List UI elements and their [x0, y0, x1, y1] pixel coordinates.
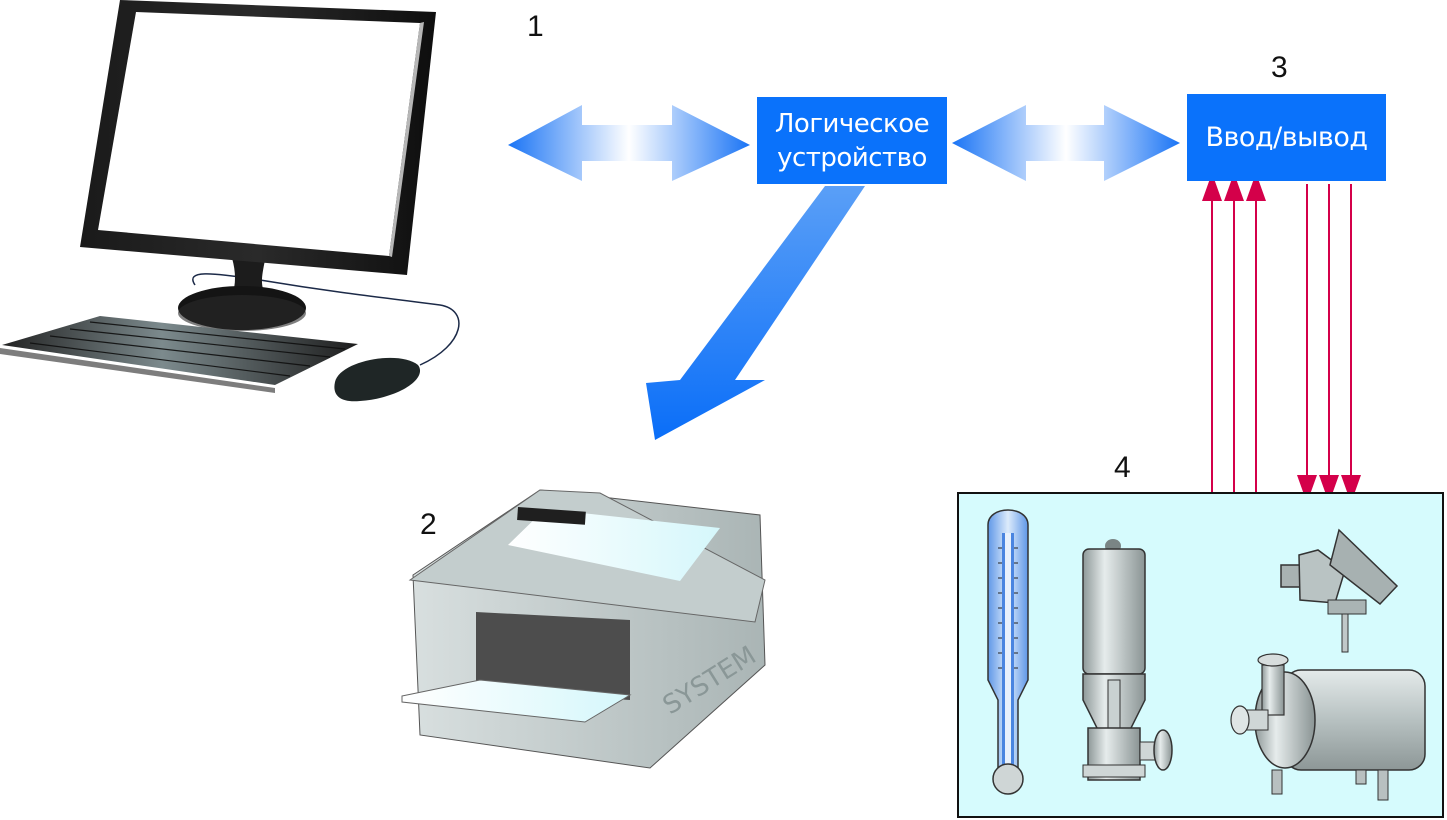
label-1: 1: [527, 10, 544, 43]
output-arrow-to-printer: [646, 186, 865, 440]
input-signal-arrow: [1246, 173, 1266, 493]
logic-device-line1: Логическое: [774, 108, 930, 139]
output-signal-arrow: [1319, 184, 1339, 503]
output-signal-arrow: [1341, 184, 1361, 503]
computer-icon: [0, 0, 460, 402]
label-4: 4: [1114, 451, 1131, 484]
bidirectional-arrow-computer-logic: [508, 105, 750, 181]
logic-device-block: Логическое устройство: [757, 97, 947, 184]
input-signal-arrow: [1224, 173, 1244, 493]
thermometer-icon: [987, 509, 1029, 795]
input-signal-arrow: [1202, 173, 1222, 493]
pump-icon: [1230, 653, 1426, 801]
io-block: Ввод/вывод: [1187, 94, 1386, 181]
io-block-label: Ввод/вывод: [1205, 122, 1368, 153]
label-3: 3: [1271, 51, 1288, 84]
printer-icon: SYSTEM: [401, 489, 766, 769]
label-2: 2: [420, 508, 437, 541]
logic-device-line2: устройство: [777, 142, 927, 173]
io-signal-arrows: [1202, 173, 1361, 503]
output-signal-arrow: [1297, 184, 1317, 503]
bidirectional-arrow-logic-io: [952, 105, 1180, 181]
control-valve-icon: [1082, 539, 1173, 781]
temperature-sensor-icon: [1280, 528, 1399, 653]
